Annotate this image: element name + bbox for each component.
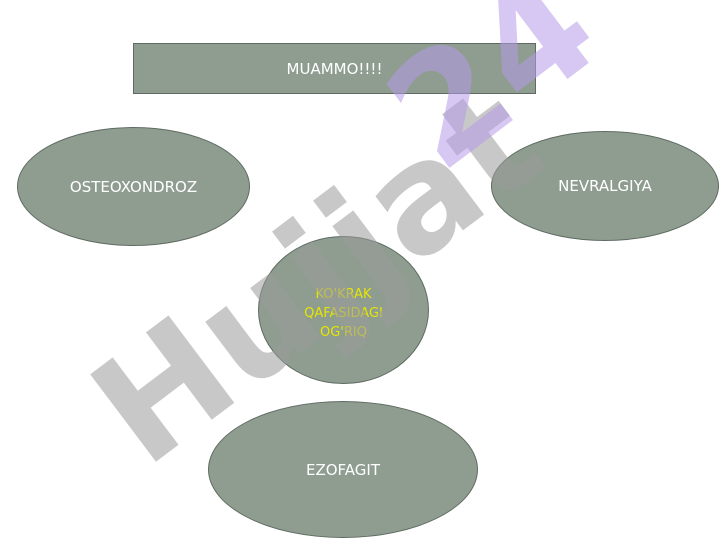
osteoxondroz-label: OSTEOXONDROZ	[69, 177, 198, 196]
chest-pain-line-1: KO'KRAK	[315, 286, 372, 302]
ezofagit-node: EZOFAGIT	[208, 401, 478, 538]
nevralgiya-label: NEVRALGIYA	[558, 177, 652, 195]
nevralgiya-node: NEVRALGIYA	[491, 131, 719, 241]
ezofagit-label: EZOFAGIT	[305, 460, 381, 479]
osteoxondroz-node: OSTEOXONDROZ	[17, 127, 250, 246]
chest-pain-node: KO'KRAK QAFASIDAGI OG'RIQ	[258, 236, 429, 384]
chest-pain-line-3: OG'RIQ	[320, 324, 367, 340]
problem-title-box: MUAMMO!!!!	[133, 43, 536, 94]
problem-title-label: MUAMMO!!!!	[286, 59, 383, 78]
chest-pain-label: KO'KRAK QAFASIDAGI OG'RIQ	[304, 285, 383, 342]
chest-pain-line-2: QAFASIDAGI	[304, 305, 383, 321]
